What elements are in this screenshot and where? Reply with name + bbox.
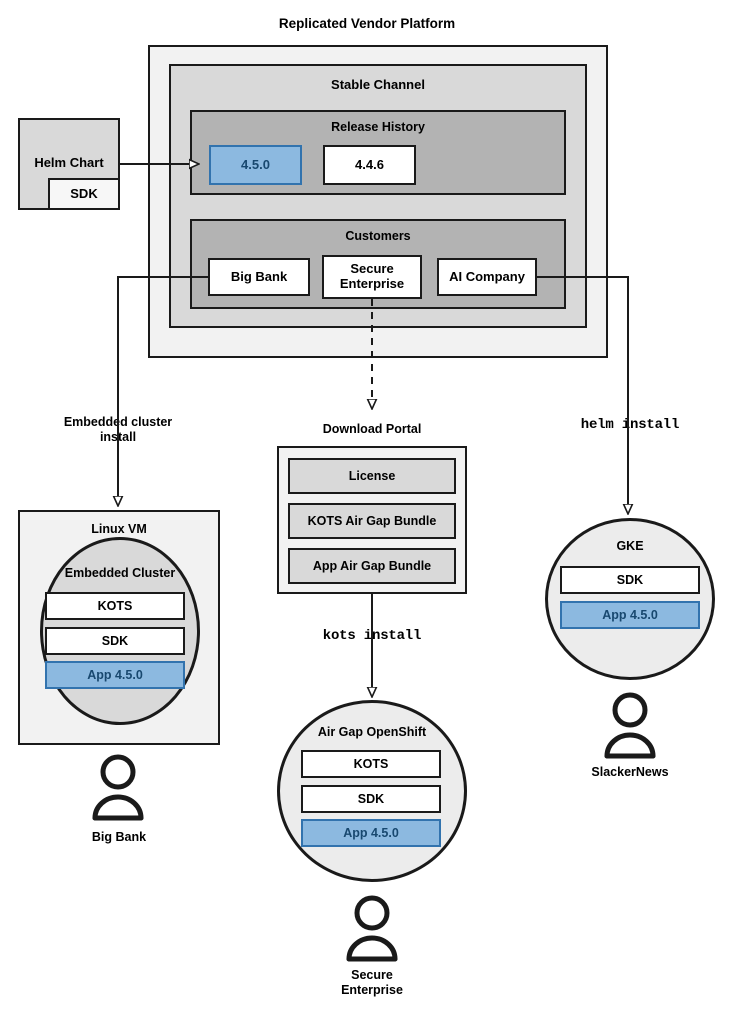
component-label: SDK bbox=[357, 791, 385, 806]
component-label: KOTS bbox=[353, 756, 389, 771]
linux-vm-component-kots[interactable]: KOTS bbox=[45, 592, 185, 620]
gke-component-app[interactable]: App 4.5.0 bbox=[560, 601, 700, 629]
person-icon-slackernews bbox=[604, 692, 656, 759]
openshift-component-sdk[interactable]: SDK bbox=[301, 785, 441, 813]
openshift-component-app[interactable]: App 4.5.0 bbox=[301, 819, 441, 847]
gke-label: GKE bbox=[616, 538, 644, 553]
customer-label: AI Company bbox=[449, 268, 525, 284]
openshift-component-kots[interactable]: KOTS bbox=[301, 750, 441, 778]
release-version-label: 4.4.6 bbox=[355, 156, 384, 172]
customer-caption-secure-enterprise: Secure Enterprise bbox=[341, 968, 403, 997]
artifact-label: App Air Gap Bundle bbox=[312, 558, 432, 573]
release-history-label: Release History bbox=[331, 120, 425, 134]
customer-big-bank[interactable]: Big Bank bbox=[208, 258, 310, 296]
customer-label: Big Bank bbox=[230, 268, 288, 284]
page-title: Replicated Vendor Platform bbox=[278, 16, 456, 31]
person-icon-secure-enterprise bbox=[346, 895, 398, 962]
air-gap-openshift-label-wrap: Air Gap OpenShift bbox=[277, 723, 467, 741]
release-4-4-6[interactable]: 4.4.6 bbox=[323, 145, 416, 185]
customer-label: Secure Enterprise bbox=[339, 261, 405, 291]
embedded-cluster-label: Embedded Cluster bbox=[64, 565, 176, 580]
artifact-label: License bbox=[348, 468, 396, 483]
release-4-5-0[interactable]: 4.5.0 bbox=[209, 145, 302, 185]
linux-vm-component-app[interactable]: App 4.5.0 bbox=[45, 661, 185, 689]
gke-component-sdk[interactable]: SDK bbox=[560, 566, 700, 594]
edge-label-helm-install: helm install bbox=[580, 417, 680, 433]
customer-ai-company[interactable]: AI Company bbox=[437, 258, 537, 296]
air-gap-openshift-label: Air Gap OpenShift bbox=[317, 724, 427, 739]
component-label: App 4.5.0 bbox=[87, 667, 143, 682]
download-portal-label: Download Portal bbox=[322, 422, 422, 436]
edge-label-embedded-cluster-install: Embedded cluster install bbox=[63, 415, 173, 444]
person-icon-big-bank bbox=[92, 754, 144, 821]
stable-channel-label: Stable Channel bbox=[331, 77, 425, 92]
component-label: SDK bbox=[101, 633, 129, 648]
edge-label-kots-install: kots install bbox=[322, 628, 422, 644]
release-version-label: 4.5.0 bbox=[241, 156, 270, 172]
download-portal-artifact-kots-bundle[interactable]: KOTS Air Gap Bundle bbox=[288, 503, 456, 539]
download-portal-artifact-app-bundle[interactable]: App Air Gap Bundle bbox=[288, 548, 456, 584]
helm-chart-label: Helm Chart bbox=[34, 155, 104, 170]
customers-label: Customers bbox=[345, 229, 411, 243]
embedded-cluster-label-wrap: Embedded Cluster bbox=[40, 564, 200, 582]
component-label: KOTS bbox=[97, 598, 133, 613]
customer-caption-big-bank: Big Bank bbox=[91, 830, 147, 844]
sdk-label: SDK bbox=[70, 185, 98, 201]
component-label: SDK bbox=[616, 572, 644, 587]
helm-chart-sdk-box[interactable]: SDK bbox=[48, 178, 120, 210]
gke-circle bbox=[545, 518, 715, 680]
component-label: App 4.5.0 bbox=[343, 825, 399, 840]
linux-vm-component-sdk[interactable]: SDK bbox=[45, 627, 185, 655]
gke-label-wrap: GKE bbox=[545, 537, 715, 555]
download-portal-artifact-license[interactable]: License bbox=[288, 458, 456, 494]
customer-caption-slackernews: SlackerNews bbox=[591, 765, 669, 779]
component-label: App 4.5.0 bbox=[602, 607, 658, 622]
artifact-label: KOTS Air Gap Bundle bbox=[307, 513, 437, 528]
linux-vm-label: Linux VM bbox=[91, 522, 147, 536]
customer-secure-enterprise[interactable]: Secure Enterprise bbox=[322, 255, 422, 299]
